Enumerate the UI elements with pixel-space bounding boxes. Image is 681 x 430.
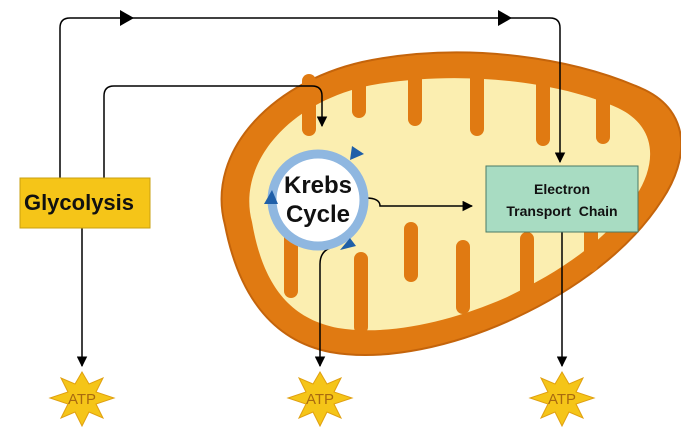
atp-burst: ATP (50, 372, 114, 426)
atp-burst: ATP (530, 372, 594, 426)
atp-label: ATP (548, 391, 576, 408)
atp-label: ATP (68, 391, 96, 408)
glycolysis-label: Glycolysis (24, 190, 134, 215)
etc-box: Electron Transport Chain (486, 166, 638, 232)
etc-label-line1: Electron (534, 181, 590, 197)
glycolysis-box: Glycolysis (20, 178, 150, 228)
atp-label: ATP (306, 391, 334, 408)
etc-label-line2: Transport Chain (506, 203, 617, 219)
krebs-label-line1: Krebs (284, 172, 352, 199)
atp-burst: ATP (288, 372, 352, 426)
top-line-arrowhead-right (498, 10, 512, 26)
top-line-arrowhead-left (120, 10, 134, 26)
krebs-label-line2: Cycle (286, 201, 350, 228)
